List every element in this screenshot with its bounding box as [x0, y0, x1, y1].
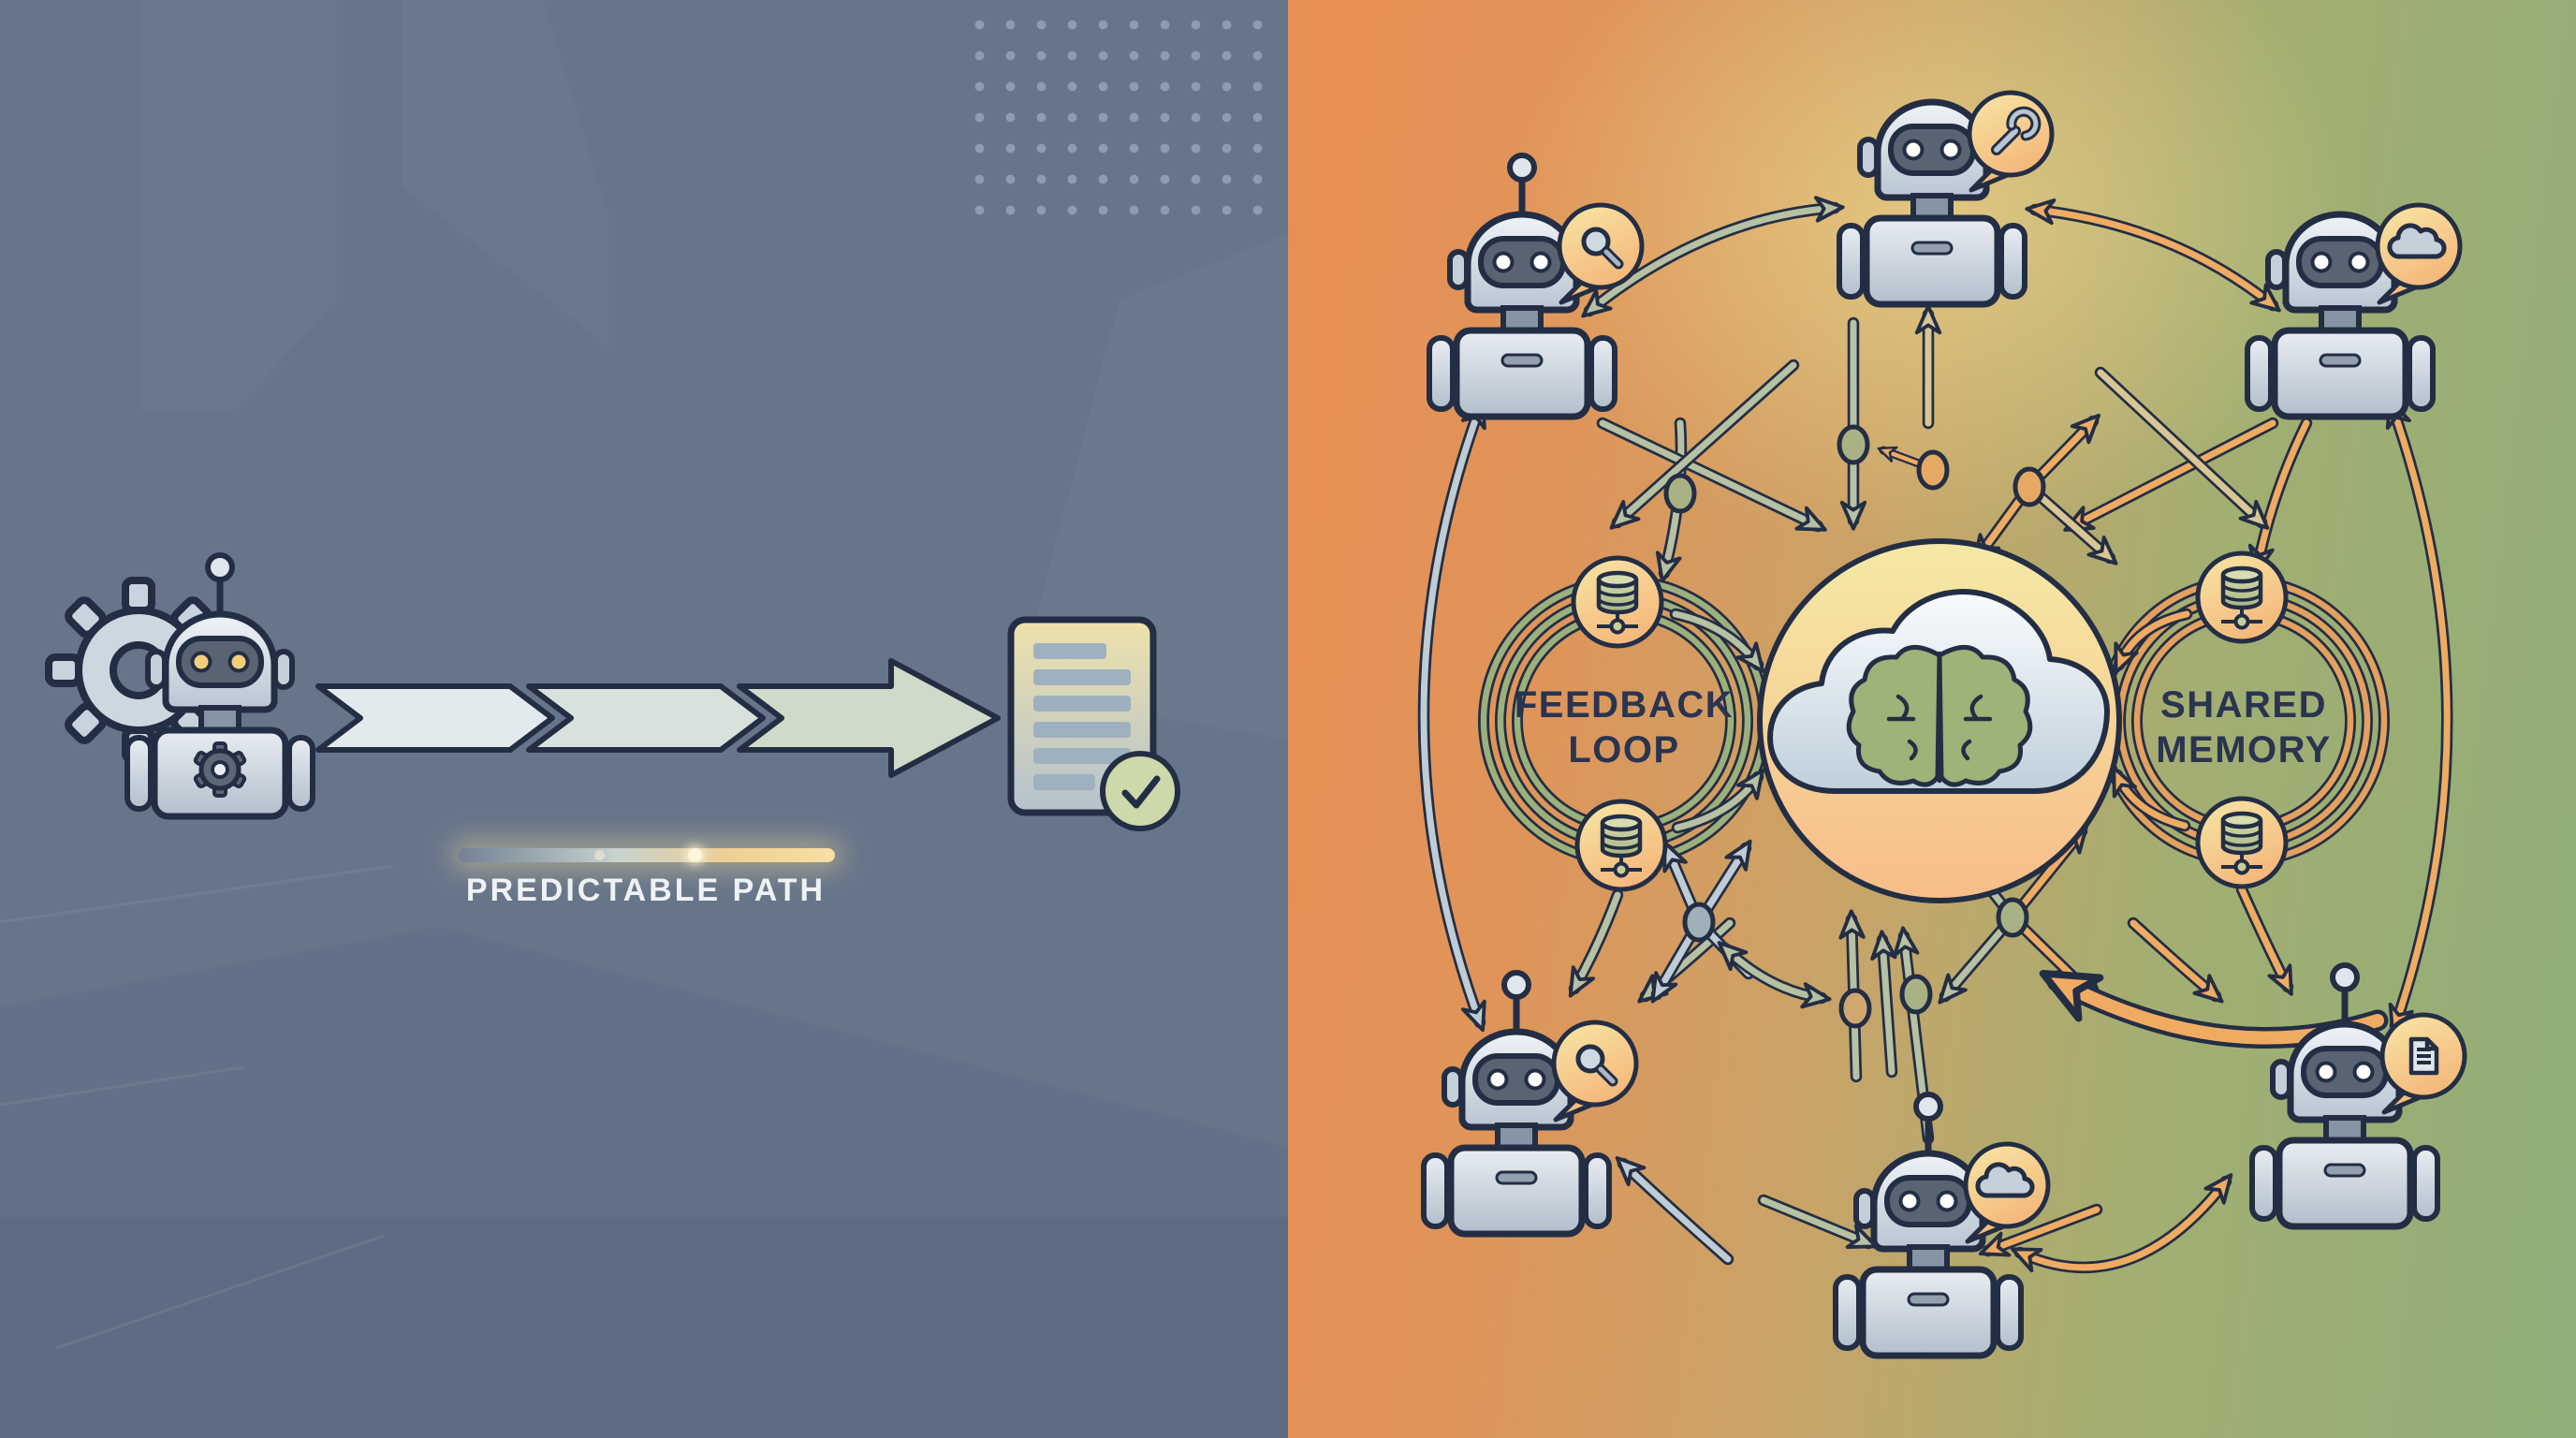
- feedback-loop-label-line2: LOOP: [1568, 729, 1679, 770]
- predictable-path-label: PREDICTABLE PATH: [465, 873, 827, 908]
- progress-dot: [688, 848, 703, 862]
- shared-memory-label-line2: MEMORY: [2156, 729, 2332, 770]
- database-icon: [1577, 801, 1665, 889]
- gear-icon: [193, 741, 247, 798]
- document-check-icon: [1007, 616, 1180, 831]
- single-agent-illustration: [0, 0, 1288, 1438]
- single-agent-panel: PREDICTABLE PATH: [0, 0, 1288, 1438]
- database-icon: [1573, 558, 1661, 646]
- database-icon: [2198, 553, 2286, 641]
- agent-bottom-center: [1836, 1094, 2048, 1356]
- flow-segment-1: [315, 683, 555, 753]
- robot-icon: [127, 555, 313, 816]
- glow-progress-bar: [459, 848, 835, 862]
- agent-bottom-right: [2252, 965, 2465, 1226]
- database-icon: [2198, 799, 2286, 887]
- agent-top-left: [1429, 155, 1642, 417]
- document-text-lines: [1033, 643, 1131, 790]
- agent-top-right: [2247, 155, 2460, 417]
- multi-agent-panel: FEEDBACK LOOP SHARED MEMORY: [1288, 0, 2576, 1438]
- background-decor: [0, 0, 1288, 1438]
- dot-grid-decoration: [964, 9, 1273, 232]
- cloud-brain-icon: [1767, 589, 2110, 794]
- agent-top-center: [1839, 43, 2052, 304]
- flow-segment-3-arrow: [737, 658, 1001, 778]
- flow-segment-2: [526, 683, 766, 753]
- multi-agent-network: FEEDBACK LOOP SHARED MEMORY: [1417, 0, 2576, 1438]
- shared-memory-label-line1: SHARED: [2160, 684, 2327, 726]
- central-hub: [1757, 538, 2122, 903]
- feedback-loop-label-line1: FEEDBACK: [1515, 684, 1734, 726]
- flow-chevron-arrows: [315, 658, 1001, 778]
- check-icon: [1100, 751, 1180, 831]
- agent-bottom-left: [1424, 973, 1636, 1234]
- progress-dot: [593, 850, 605, 860]
